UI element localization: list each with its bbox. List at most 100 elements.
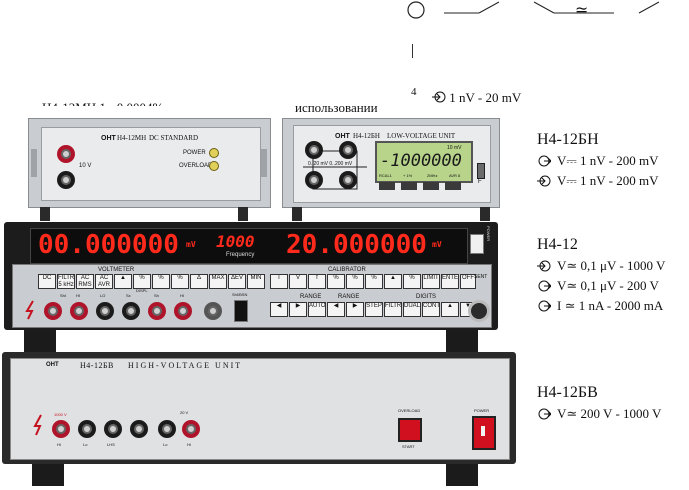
dc-title: DC STANDARD [149, 134, 199, 142]
cal-key-i[interactable]: I [270, 274, 288, 289]
caption-right-partial: использовании [295, 100, 378, 112]
lv-range-label: 0..20 mV 0..200 mV [308, 161, 353, 167]
key-filtr[interactable]: FILTR [384, 302, 402, 317]
input-label-lo: LO [100, 293, 106, 298]
lv-button-2[interactable] [401, 182, 417, 190]
input-jack-sh[interactable] [148, 302, 166, 320]
range-key-auto[interactable]: AUTO [308, 302, 326, 317]
lv-button-3[interactable] [423, 182, 439, 190]
dc-logo: ОНТ [101, 135, 116, 142]
vm-key-up[interactable]: ▲ [114, 274, 132, 289]
lv-button-1[interactable] [379, 182, 395, 190]
cal-key-pct-4[interactable]: % [403, 274, 421, 289]
vm-key-min[interactable]: MIN [247, 274, 265, 289]
vm-key-dc[interactable]: DC [38, 274, 56, 289]
vm-key-pct-2[interactable]: % [152, 274, 170, 289]
input-label-displ: DISPL [136, 288, 148, 293]
output-arrow-icon [538, 155, 551, 167]
cal-key-pct-2[interactable]: % [346, 274, 364, 289]
hv-power-switch[interactable] [472, 416, 496, 450]
lv-lcd-value: -1000000 [380, 151, 462, 171]
hv-model: Н4-12БВ [80, 361, 114, 370]
input-label-sx: Sx [126, 293, 131, 298]
input-jack-shi[interactable] [44, 302, 62, 320]
key-dual[interactable]: DUAL [403, 302, 421, 317]
cal-key-v[interactable]: V [289, 274, 307, 289]
range-key-left[interactable]: ◀ [270, 302, 288, 317]
range2-key-left[interactable]: ◀ [327, 302, 345, 317]
spec-h4-12bv-title: Н4-12БВ [537, 384, 598, 401]
cal-key-pct-3[interactable]: % [365, 274, 383, 289]
lv-button-4[interactable] [445, 182, 461, 190]
vm-key-delta[interactable]: Δ [190, 274, 208, 289]
vm-key-ac-rms[interactable]: AC RMS [76, 274, 94, 289]
input-jack-ground[interactable] [204, 302, 222, 320]
dc-minus-jack[interactable] [57, 171, 75, 189]
hv-start-button[interactable] [398, 418, 422, 442]
hv-jack-lo-2[interactable] [158, 420, 176, 438]
cal-key-off[interactable]: OFF [460, 274, 476, 289]
input-label-hi: HI [76, 293, 80, 298]
top-range: 1 nV - 20 mV [432, 90, 521, 106]
dc-overload-led [209, 161, 219, 171]
spec-h4-12-line-1: V≃ 0,1 μV - 1000 V [537, 258, 665, 274]
display-left-value: 00.000000 [38, 230, 179, 260]
range2-key-right[interactable]: ▶ [346, 302, 364, 317]
dc-power-label: POWER [183, 150, 206, 156]
hv-jack-label-lhs: LHS [107, 442, 115, 447]
hv-overload-label: OVERLOAD [398, 408, 421, 413]
dc-overload-label: OVERLOAD [179, 163, 213, 169]
main-unit: 00.000000 mV 1000 Frequency 20.000000 mV… [4, 222, 498, 330]
hv-jack-label-hi-2: Hi [187, 442, 191, 447]
display-mid-caption: Frequency [226, 252, 255, 258]
input-jack-lo[interactable] [96, 302, 114, 320]
display-right-unit: mV [432, 240, 442, 249]
input-jack-hi[interactable] [70, 302, 88, 320]
lv-logo: ОНТ [335, 133, 350, 140]
spec-h4-12bn-line-2: V⎓ 1 nV - 200 mV [537, 173, 659, 189]
vm-key-max[interactable]: MAX [209, 274, 227, 289]
key-step[interactable]: STEP [365, 302, 383, 317]
lv-f-label: F [478, 179, 482, 185]
input-jack-hi-2[interactable] [174, 302, 192, 320]
dc-plus-jack[interactable] [57, 145, 75, 163]
key-cont[interactable]: CONT [422, 302, 440, 317]
cal-key-f[interactable]: f [308, 274, 326, 289]
cal-key-limit[interactable]: LIMIT [422, 274, 440, 289]
main-power-label: POWER [486, 226, 491, 242]
lv-jack-bottom-left[interactable] [305, 171, 323, 189]
main-input-switch[interactable] [234, 300, 248, 322]
hv-warn-label: 1000 V [54, 412, 67, 417]
vm-key-pct-3[interactable]: % [171, 274, 189, 289]
top-range-text: 1 nV - 20 mV [449, 90, 522, 105]
input-label-shi: ShI [60, 293, 67, 298]
cal-key-pct-1[interactable]: % [327, 274, 345, 289]
lv-jack-bottom-right[interactable] [339, 171, 357, 189]
cal-key-up[interactable]: ▲ [384, 274, 402, 289]
spec-h4-12bv-line-1-text: V≃ 200 V - 1000 V [557, 406, 662, 421]
lv-jack-top-left[interactable] [305, 141, 323, 159]
lv-lcd-b2: 2MHz [427, 173, 438, 178]
cal-key-enter[interactable]: ENTER [441, 274, 459, 289]
main-power-switch[interactable] [470, 234, 484, 254]
vm-key-ac-avr[interactable]: AC AVR [95, 274, 113, 289]
hv-jack-hi[interactable] [52, 420, 70, 438]
lv-f-switch[interactable] [477, 163, 485, 179]
hv-jack-ground[interactable] [130, 420, 148, 438]
top-label-4: 4 [411, 86, 417, 98]
display-mid-value: 1000 [216, 232, 255, 251]
hv-jack-hi-2[interactable] [182, 420, 200, 438]
vm-key-dev[interactable]: ΔEV [228, 274, 246, 289]
input-jack-sx[interactable] [122, 302, 140, 320]
main-knob[interactable] [468, 300, 490, 322]
spec-h4-12bn-line-1-text: V⎓ 1 nV - 200 mV [557, 153, 659, 168]
vm-key-pct-1[interactable]: % [133, 274, 151, 289]
vm-key-filtr[interactable]: FILTR 5 kHz [57, 274, 75, 289]
range-key-right[interactable]: ▶ [289, 302, 307, 317]
digits-key-up[interactable]: ▲ [441, 302, 459, 317]
range-left-title: RANGE [300, 294, 322, 300]
lv-model: Н4-12БН [353, 132, 380, 140]
hv-jack-lo[interactable] [78, 420, 96, 438]
hv-jack-lhs[interactable] [104, 420, 122, 438]
lv-jack-top-right[interactable] [339, 141, 357, 159]
